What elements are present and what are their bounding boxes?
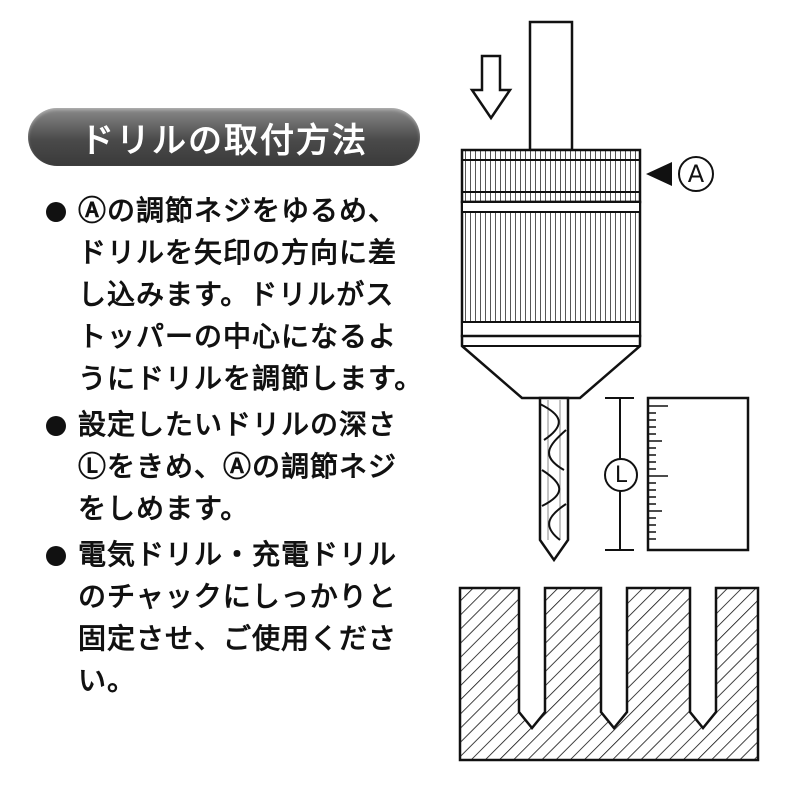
instruction-item: 電気ドリル・充電ドリル のチャックにしっかりと 固定させ、ご使用くださ い。: [46, 534, 418, 702]
chuck-shank: [528, 20, 574, 152]
instruction-line: い。: [78, 664, 137, 697]
bullet-icon: [46, 546, 66, 566]
instruction-list: Ⓐの調節ネジをゆるめ、 ドリルを矢印の方向に差 し込みます。ドリルがス トッパー…: [46, 190, 424, 706]
wood-workpiece-cross-section: [458, 586, 760, 762]
instruction-line: 固定させ、ご使用くださ: [78, 622, 398, 655]
chuck-sleeve: [460, 200, 642, 338]
bullet-icon: [46, 202, 66, 222]
instruction-item: Ⓐの調節ネジをゆるめ、 ドリルを矢印の方向に差 し込みます。ドリルがス トッパー…: [46, 190, 424, 400]
marker-a-triangle-icon: [646, 162, 672, 186]
title-banner: ドリルの取付方法: [28, 108, 420, 166]
drill-bit-icon: [538, 396, 570, 563]
instruction-line: をしめます。: [78, 492, 250, 525]
down-arrow-icon: [469, 54, 513, 121]
chuck-nose: [460, 334, 642, 400]
instruction-line: ドリルを矢印の方向に差: [78, 236, 398, 269]
instruction-item: 設定したいドリルの深さ Ⓛをきめ、Ⓐの調節ネジ をしめます。: [46, 404, 418, 530]
instruction-line: 電気ドリル・充電ドリル: [78, 538, 398, 571]
ruler-scale: [646, 396, 750, 552]
instruction-line: うにドリルを調節します。: [78, 362, 424, 395]
marker-a-label: A: [678, 156, 714, 192]
page-title: ドリルの取付方法: [80, 120, 368, 161]
instruction-line: Ⓛをきめ、Ⓐの調節ネジ: [78, 450, 398, 483]
instruction-line: 設定したいドリルの深さ: [78, 408, 398, 441]
marker-l-label: L: [604, 458, 638, 492]
instruction-line: トッパーの中心になるよ: [78, 320, 398, 353]
instruction-line: し込みます。ドリルがス: [78, 278, 395, 311]
instruction-line: のチャックにしっかりと: [78, 580, 397, 613]
adjusting-collar: [460, 148, 642, 204]
instruction-line: Ⓐの調節ネジをゆるめ、: [78, 194, 398, 227]
bullet-icon: [46, 416, 66, 436]
